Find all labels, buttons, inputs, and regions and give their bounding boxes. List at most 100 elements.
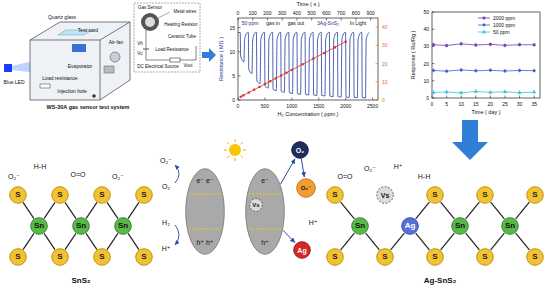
node-outline — [292, 142, 309, 159]
axis-title: Resistance ( MΩ ) — [219, 37, 225, 81]
bond-line — [416, 233, 430, 250]
data-marker — [459, 91, 463, 94]
node-outline — [115, 218, 132, 235]
tick-label: 20 — [382, 61, 388, 66]
node-outline — [477, 249, 494, 266]
data-marker — [488, 90, 492, 93]
legend-entry: 1000 ppm — [493, 23, 515, 28]
error-bar — [461, 68, 462, 72]
charts — [238, 12, 540, 100]
tick-mark — [432, 63, 435, 64]
bond-line — [65, 202, 76, 218]
sulfur-atom: S — [426, 186, 444, 204]
bond-line — [366, 233, 380, 250]
bond-line — [86, 233, 97, 249]
data-marker — [445, 90, 449, 93]
tick-label: 100 — [249, 11, 257, 16]
band-edge — [249, 194, 282, 195]
bond-line — [441, 202, 455, 219]
chemical-label: H⁺ — [162, 245, 171, 252]
bond-line — [128, 202, 139, 218]
bond-line — [516, 202, 530, 219]
sulfur-atom: S — [376, 248, 394, 266]
tick-label: 200 — [263, 11, 271, 16]
tick-label: 500 — [308, 11, 316, 16]
node-outline — [10, 187, 27, 204]
band-edge — [189, 194, 222, 195]
chemical-label: H₂ — [162, 219, 170, 226]
data-marker — [518, 43, 521, 46]
band-label: h⁺ h⁺ — [196, 239, 213, 246]
node-outline — [402, 218, 419, 235]
error-bar — [446, 44, 447, 48]
axis-title: Time ( day ) — [471, 110, 500, 116]
bond-line — [441, 233, 455, 250]
band-edge — [189, 229, 222, 230]
chemical-label: H⁺ — [394, 163, 403, 170]
tick-mark — [504, 96, 505, 99]
tick-mark — [376, 63, 379, 64]
bond-line — [391, 233, 405, 250]
resistance-curve — [238, 32, 369, 97]
tick-label: 10 — [229, 49, 235, 54]
bond-line — [23, 233, 34, 249]
sun-icon — [224, 139, 246, 161]
data-marker — [460, 42, 463, 45]
legend-sample — [483, 24, 486, 27]
node-label: Sn — [505, 222, 515, 230]
test-system-illustration — [4, 22, 130, 100]
tin-atom: Sn — [30, 217, 48, 235]
error-bar — [490, 42, 491, 46]
chemical-label: H-H — [418, 173, 430, 180]
node-outline — [352, 218, 369, 235]
stability-series — [433, 70, 534, 71]
node-label: S — [482, 191, 487, 199]
data-marker — [474, 69, 477, 72]
sulfur-atom: S — [426, 248, 444, 266]
node-label: S — [432, 253, 437, 261]
tick-label: 0 — [431, 102, 434, 107]
bond-line — [107, 233, 118, 249]
tick-mark — [291, 98, 292, 101]
legend-sample — [478, 25, 490, 26]
node-outline — [427, 187, 444, 204]
data-marker — [489, 69, 492, 72]
evaporator — [104, 66, 114, 73]
band-diagram: e⁻ e⁻h⁺ h⁺ — [185, 168, 225, 255]
node-label: S — [57, 253, 62, 261]
error-bar — [433, 68, 434, 72]
tick-label: 20 — [488, 102, 494, 107]
legend-entry: 50 ppm — [493, 30, 510, 35]
error-bar — [461, 42, 462, 46]
flow-arrow — [202, 48, 216, 62]
node-label: Sn — [76, 222, 86, 230]
tick-mark — [282, 18, 283, 21]
tick-label: 30 — [517, 102, 523, 107]
data-marker — [345, 41, 347, 43]
inset-label: Gas Sensor — [138, 6, 162, 11]
inset-label: Ceramic Tube — [168, 35, 196, 40]
tick-label: 900 — [366, 11, 374, 16]
tick-label: 20 — [423, 61, 429, 66]
error-bar — [534, 69, 535, 73]
node-label: O₂ — [296, 147, 305, 154]
data-marker — [518, 69, 521, 72]
node-outline — [477, 187, 494, 204]
bond-line — [86, 202, 97, 218]
tick-label: 2500 — [367, 104, 378, 109]
data-marker — [533, 69, 536, 72]
chemical-label: H-H — [34, 163, 46, 170]
tick-label: 0 — [426, 96, 429, 101]
band-diagram: e⁻h⁺Vs — [245, 168, 285, 255]
inset-label: Metal wires — [174, 10, 197, 15]
error-bar — [534, 43, 535, 47]
equipment-label: Quartz glass — [48, 15, 76, 20]
data-marker — [302, 63, 304, 65]
tick-label: 40 — [423, 27, 429, 32]
band-edge — [249, 229, 282, 230]
node-label: S — [332, 191, 337, 199]
sulfur-atom: S — [93, 248, 111, 266]
node-label: S — [382, 253, 387, 261]
chemical-label: O=O — [71, 171, 86, 178]
bond-line — [107, 202, 118, 218]
